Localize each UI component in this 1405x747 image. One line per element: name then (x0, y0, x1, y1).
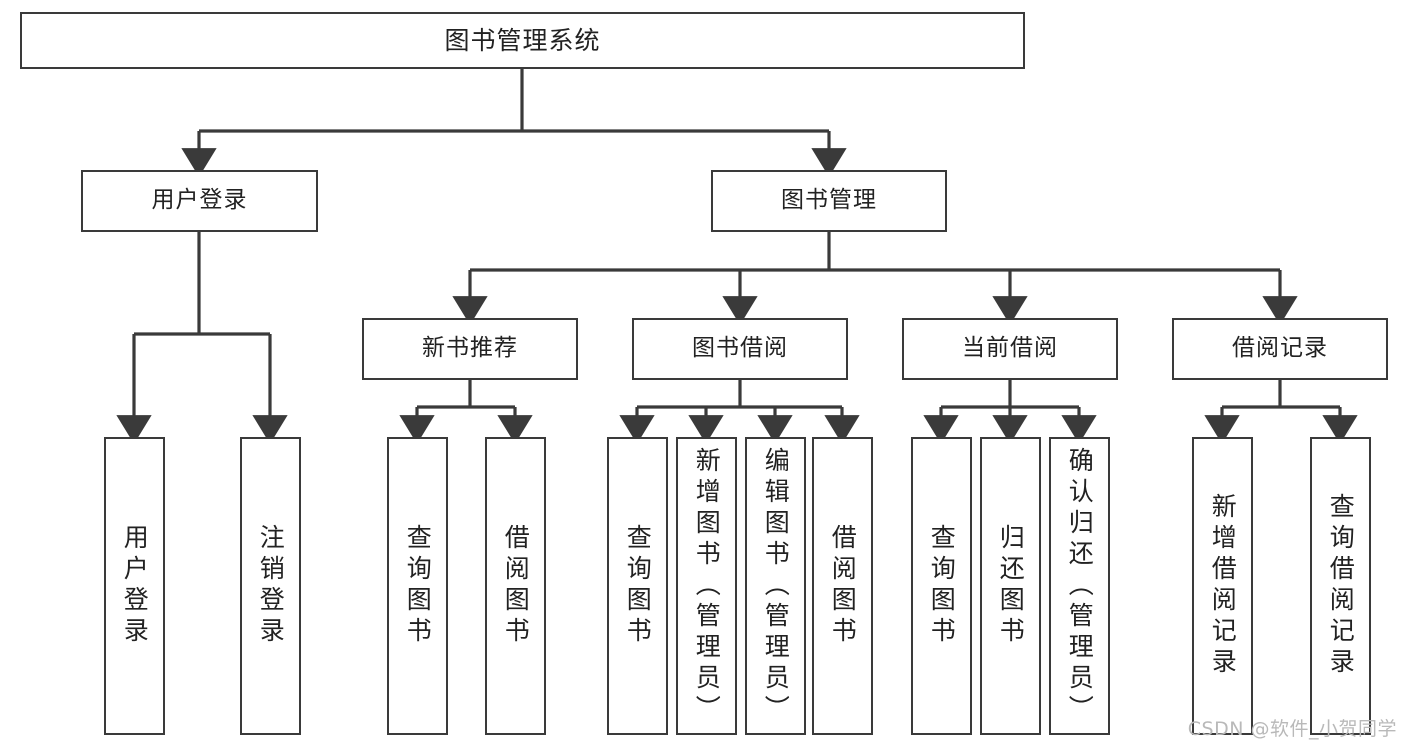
node-label: 编辑图书（管理员） (761, 447, 791, 726)
node-label: 用户登录 (151, 187, 248, 214)
leaf-query-book-current[interactable]: 查询图书 (911, 437, 972, 735)
node-label: 查询借阅记录 (1326, 493, 1356, 679)
leaf-confirm-return-admin[interactable]: 确认归还（管理员） (1049, 437, 1110, 735)
node-label: 查询图书 (623, 524, 653, 648)
leaf-return-book[interactable]: 归还图书 (980, 437, 1041, 735)
node-label: 新增借阅记录 (1208, 493, 1238, 679)
node-current-borrow[interactable]: 当前借阅 (902, 318, 1118, 380)
node-book-management-system[interactable]: 图书管理系统 (20, 12, 1025, 69)
leaf-add-borrow-record[interactable]: 新增借阅记录 (1192, 437, 1253, 735)
node-label: 新书推荐 (422, 335, 518, 362)
leaf-logout[interactable]: 注销登录 (240, 437, 301, 735)
leaf-borrow-book[interactable]: 借阅图书 (812, 437, 873, 735)
node-borrow-record[interactable]: 借阅记录 (1172, 318, 1388, 380)
node-label: 用户登录 (120, 524, 150, 648)
node-label: 借阅图书 (828, 524, 858, 648)
leaf-query-borrow-record[interactable]: 查询借阅记录 (1310, 437, 1371, 735)
leaf-query-book-borrow[interactable]: 查询图书 (607, 437, 668, 735)
node-label: 借阅记录 (1232, 335, 1328, 362)
node-label: 图书管理系统 (444, 25, 601, 55)
leaf-query-book-recommend[interactable]: 查询图书 (387, 437, 448, 735)
node-book-management[interactable]: 图书管理 (711, 170, 947, 232)
node-label: 查询图书 (403, 524, 433, 648)
node-label: 查询图书 (927, 524, 957, 648)
leaf-user-login[interactable]: 用户登录 (104, 437, 165, 735)
node-new-book-recommend[interactable]: 新书推荐 (362, 318, 578, 380)
node-user-login[interactable]: 用户登录 (81, 170, 318, 232)
node-label: 图书管理 (781, 187, 877, 214)
leaf-edit-book-admin[interactable]: 编辑图书（管理员） (745, 437, 806, 735)
node-label: 当前借阅 (962, 335, 1058, 362)
node-label: 归还图书 (996, 524, 1026, 648)
leaf-borrow-book-recommend[interactable]: 借阅图书 (485, 437, 546, 735)
node-label: 新增图书（管理员） (692, 447, 722, 726)
csdn-watermark: CSDN @软件_小贺同学 (1187, 718, 1397, 740)
node-label: 确认归还（管理员） (1065, 447, 1095, 726)
node-book-borrow[interactable]: 图书借阅 (632, 318, 848, 380)
leaf-add-book-admin[interactable]: 新增图书（管理员） (676, 437, 737, 735)
node-label: 借阅图书 (501, 524, 531, 648)
node-label: 图书借阅 (692, 335, 788, 362)
node-label: 注销登录 (256, 524, 286, 648)
